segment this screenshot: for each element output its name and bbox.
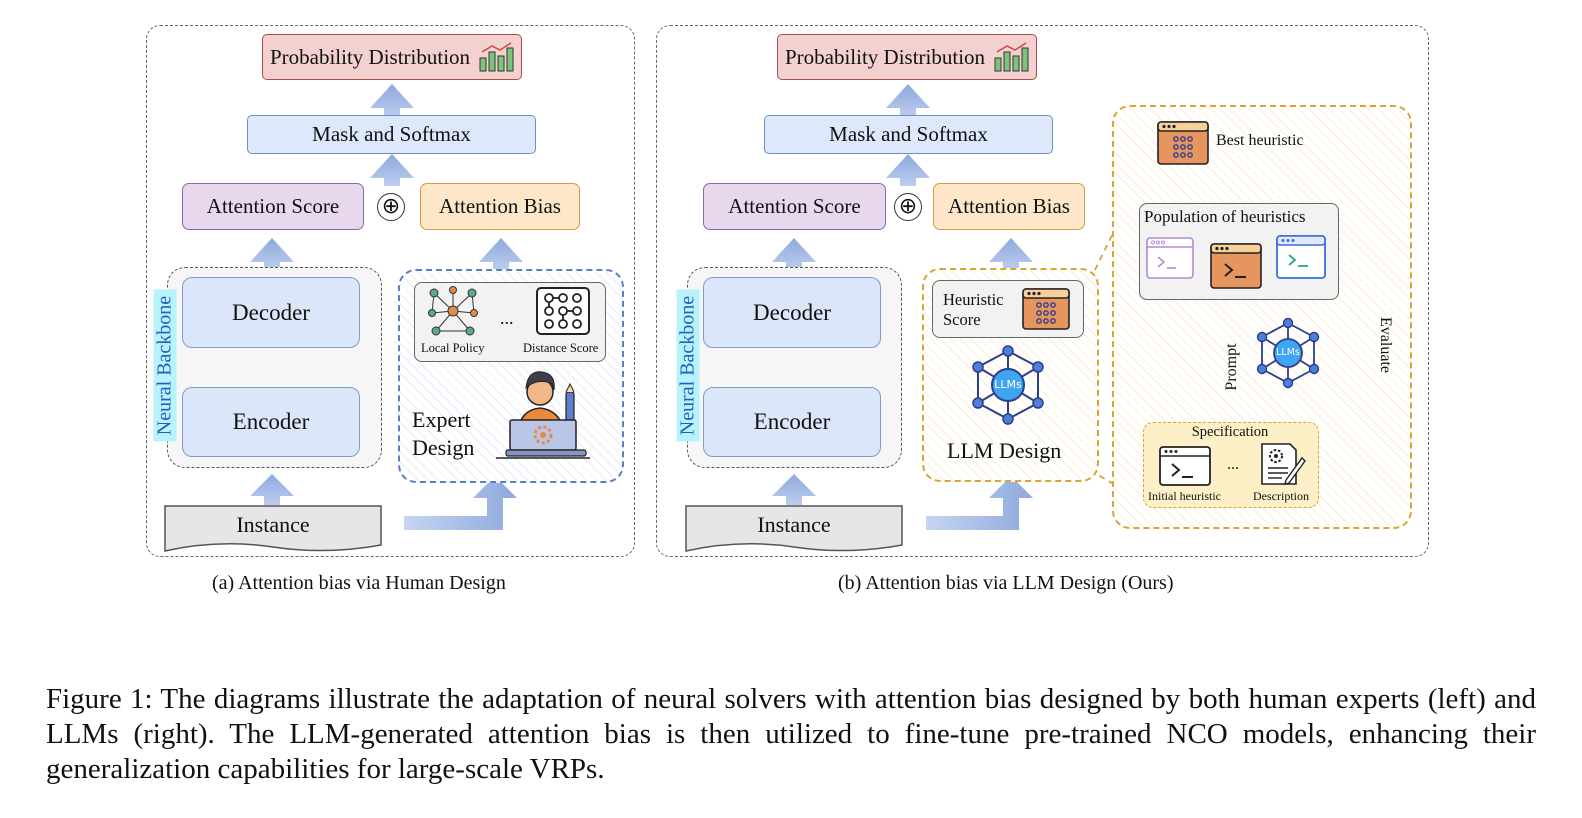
initial-heuristic-label: Initial heuristic xyxy=(1148,489,1221,503)
heuristic-score-label: Heuristic Score xyxy=(943,290,1003,330)
caption-right: (b) Attention bias via LLM Design (Ours) xyxy=(838,572,1174,594)
figure-caption: Figure 1: The diagrams illustrate the ad… xyxy=(46,683,1536,785)
left-up-arrows xyxy=(250,84,523,530)
encoder-box-left: Encoder xyxy=(182,387,360,457)
attention-bias-label: Attention Bias xyxy=(439,194,561,218)
grid-matrix-icon xyxy=(536,287,590,335)
right-panel xyxy=(656,25,1429,557)
decoder-box-left: Decoder xyxy=(182,277,360,348)
evaluate-label: Evaluate xyxy=(1377,317,1394,373)
encoder-box-right: Encoder xyxy=(703,387,881,457)
heuristic-score-line2: Score xyxy=(943,310,981,329)
probability-box-left: Probability Distribution xyxy=(262,34,522,80)
probability-label: Probability Distribution xyxy=(784,44,986,69)
bar-chart-icon xyxy=(994,42,1029,72)
attention-score-label: Attention Score xyxy=(728,194,861,218)
attention-score-label: Attention Score xyxy=(206,194,340,218)
attention-bias-label: Attention Bias xyxy=(948,194,1070,218)
expert-line1: Expert xyxy=(412,407,471,432)
specification-label: Specification xyxy=(1191,424,1269,440)
code-window-icon xyxy=(1157,121,1209,165)
llm-hub-icon xyxy=(1256,317,1320,389)
oplus-symbol: ⊕ xyxy=(898,194,918,219)
mask-softmax-label: Mask and Softmax xyxy=(829,122,988,146)
local-policy-label: Local Policy xyxy=(421,341,485,355)
ellipsis-left: ... xyxy=(500,308,514,328)
llm-hub-icon xyxy=(972,345,1044,425)
engineer-laptop-icon xyxy=(496,371,590,459)
description-label: Description xyxy=(1253,489,1309,503)
code-window-icon xyxy=(1022,288,1070,330)
document-gear-icon xyxy=(1261,443,1306,485)
ellipsis-right: ... xyxy=(1227,456,1239,473)
attention-bias-box-right: Attention Bias xyxy=(933,183,1085,230)
attention-score-box-left: Attention Score xyxy=(182,183,364,230)
code-window-icon xyxy=(1159,446,1211,486)
heuristic-score-line1: Heuristic xyxy=(943,290,1004,309)
attention-score-box-right: Attention Score xyxy=(703,183,886,230)
distance-score-label: Distance Score xyxy=(523,341,599,355)
decoder-box-right: Decoder xyxy=(703,277,881,348)
decoder-label: Decoder xyxy=(232,299,310,325)
probability-label: Probability Distribution xyxy=(269,44,471,69)
attention-bias-box-left: Attention Bias xyxy=(420,183,580,230)
caption-left: (a) Attention bias via Human Design xyxy=(212,572,506,594)
population-label: Population of heuristics xyxy=(1144,207,1306,226)
decoder-label: Decoder xyxy=(753,299,831,325)
probability-box-right: Probability Distribution xyxy=(777,34,1037,80)
neural-backbone-label-right: Neural Backbone xyxy=(676,289,700,442)
neural-backbone-label-left: Neural Backbone xyxy=(153,289,177,442)
code-window-icon xyxy=(1146,237,1194,279)
best-heuristic-label: Best heuristic xyxy=(1216,132,1304,149)
prompt-label: Prompt xyxy=(1223,343,1240,391)
mask-softmax-box-right: Mask and Softmax xyxy=(764,115,1053,154)
expert-line2: Design xyxy=(412,435,475,460)
code-window-icon xyxy=(1276,235,1326,279)
instance-label-right: Instance xyxy=(757,512,831,537)
network-graph-icon xyxy=(428,286,478,336)
mask-softmax-label: Mask and Softmax xyxy=(312,122,471,146)
oplus-icon: ⊕ xyxy=(377,193,405,221)
encoder-label: Encoder xyxy=(753,409,831,434)
bar-chart-icon xyxy=(479,42,514,72)
left-panel xyxy=(146,25,635,557)
code-window-icon xyxy=(1210,243,1262,289)
llm-design-label: LLM Design xyxy=(947,438,1062,463)
oplus-icon: ⊕ xyxy=(894,193,922,221)
instance-label-left: Instance xyxy=(236,512,310,537)
expert-design-label: Expert Design xyxy=(412,406,474,462)
instance-shape-right xyxy=(685,505,903,552)
instance-shape-left xyxy=(164,505,382,552)
encoder-label: Encoder xyxy=(232,409,310,434)
llms-badge-2: LLMs xyxy=(1276,347,1300,358)
mask-softmax-box-left: Mask and Softmax xyxy=(247,115,536,154)
llms-badge: LLMs xyxy=(994,378,1022,391)
oplus-symbol: ⊕ xyxy=(381,194,401,219)
